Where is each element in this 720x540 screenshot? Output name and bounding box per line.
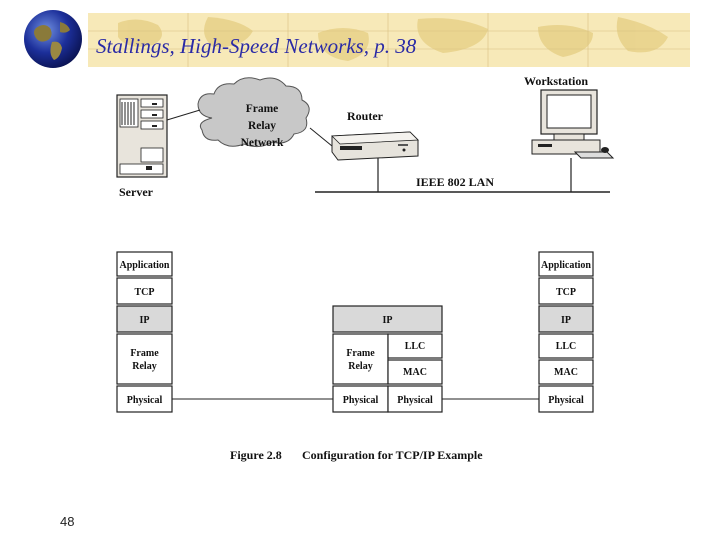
- server-ip-cell: IP: [140, 315, 150, 326]
- workstation-application-cell: Application: [541, 260, 591, 271]
- figure-caption: Configuration for TCP/IP Example: [302, 448, 483, 462]
- workstation-icon: [531, 89, 615, 159]
- server-tcp-cell: TCP: [135, 287, 155, 298]
- server-frame-relay-line2: Relay: [132, 361, 156, 372]
- workstation-protocol-stack: [538, 251, 594, 413]
- router-frame-relay-line1: Frame: [346, 348, 375, 359]
- world-map-background: [88, 13, 690, 67]
- slide-title: Stallings, High-Speed Networks, p. 38: [96, 34, 417, 58]
- cloud-label-line2: Relay: [248, 120, 276, 132]
- server-to-cloud-link: [166, 109, 201, 121]
- server-label: Server: [119, 185, 154, 199]
- router-mac-cell: MAC: [403, 367, 427, 378]
- cloud-label-line1: Frame: [246, 103, 279, 115]
- workstation-llc-cell: LLC: [556, 341, 577, 352]
- router-physical-left-cell: Physical: [343, 395, 379, 406]
- figure-number: Figure 2.8: [230, 448, 282, 462]
- cloud-label-line3: Network: [241, 137, 284, 149]
- lan-label: IEEE 802 LAN: [416, 175, 494, 189]
- router-protocol-stack: [332, 305, 443, 413]
- router-ip-cell: IP: [383, 315, 393, 326]
- server-icon: [116, 94, 168, 178]
- workstation-label: Workstation: [524, 74, 588, 88]
- cloud-to-router-link: [309, 127, 333, 147]
- workstation-ip-cell: IP: [561, 315, 571, 326]
- workstation-tcp-cell: TCP: [556, 287, 576, 298]
- router-physical-right-cell: Physical: [397, 395, 433, 406]
- server-frame-relay-line1: Frame: [130, 348, 159, 359]
- page-number: 48: [60, 514, 75, 529]
- server-protocol-stack: [116, 251, 173, 413]
- slide-banner: Stallings, High-Speed Networks, p. 38: [0, 0, 720, 84]
- workstation-physical-cell: Physical: [548, 395, 584, 406]
- router-label: Router: [347, 109, 384, 123]
- router-frame-relay-line2: Relay: [348, 361, 372, 372]
- router-icon: [331, 131, 419, 161]
- router-llc-cell: LLC: [405, 341, 426, 352]
- server-physical-cell: Physical: [127, 395, 163, 406]
- globe-icon: [24, 10, 82, 68]
- workstation-mac-cell: MAC: [554, 367, 578, 378]
- frame-relay-cloud-icon: [197, 77, 310, 148]
- server-application-cell: Application: [119, 260, 169, 271]
